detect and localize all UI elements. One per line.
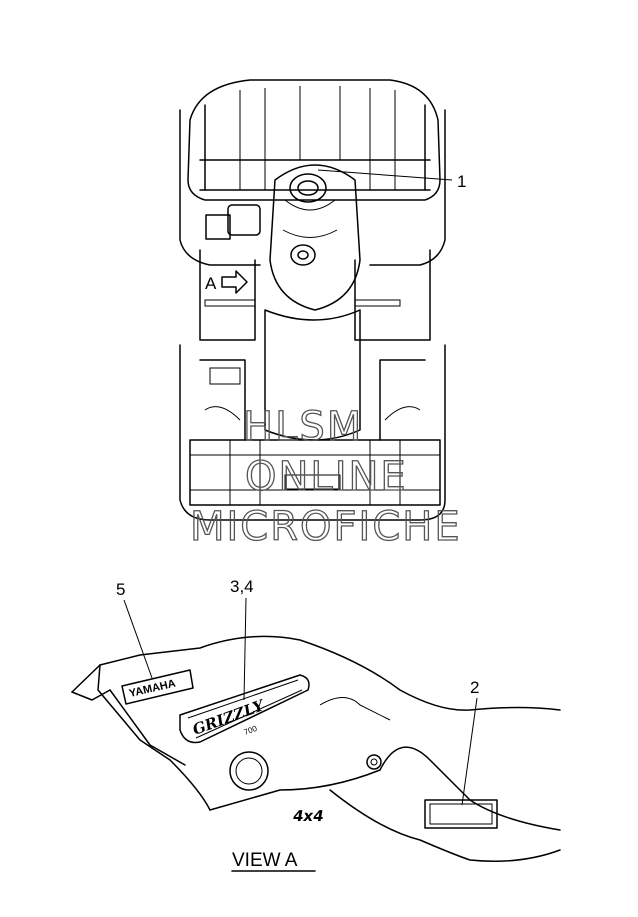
watermark-line-1: HLSM (243, 404, 363, 450)
watermark: HLSM ONLINE MICROFICHE (189, 403, 462, 550)
watermark-line-2: ONLINE (245, 454, 408, 500)
view-a-arrow: A (205, 270, 248, 294)
callout-5-label: 5 (116, 580, 125, 599)
view-caption-text: VIEW A (232, 850, 298, 871)
callout-1: 1 (317, 169, 466, 191)
side-view: YAMAHA GRIZZLY 700 4x4 (71, 635, 561, 862)
watermark-line-3: MICROFICHE (190, 504, 462, 550)
callout-2-label: 2 (470, 678, 479, 697)
four-by-four-decal-text: 4x4 (292, 807, 326, 825)
grizzly-decal-subtext: 700 (243, 724, 259, 737)
callout-2: 2 (461, 678, 479, 806)
view-arrow-letter: A (205, 274, 217, 293)
view-caption: VIEW A (231, 850, 316, 872)
yamaha-decal-text: YAMAHA (128, 678, 177, 700)
callout-3-4: 3,4 (230, 577, 254, 701)
callout-1-label: 1 (457, 172, 466, 191)
yamaha-decal: YAMAHA (121, 669, 194, 705)
atv-top-view (179, 79, 446, 521)
callout-3-4-label: 3,4 (230, 577, 254, 596)
four-by-four-decal: 4x4 (292, 799, 498, 829)
callout-5: 5 (116, 580, 153, 679)
